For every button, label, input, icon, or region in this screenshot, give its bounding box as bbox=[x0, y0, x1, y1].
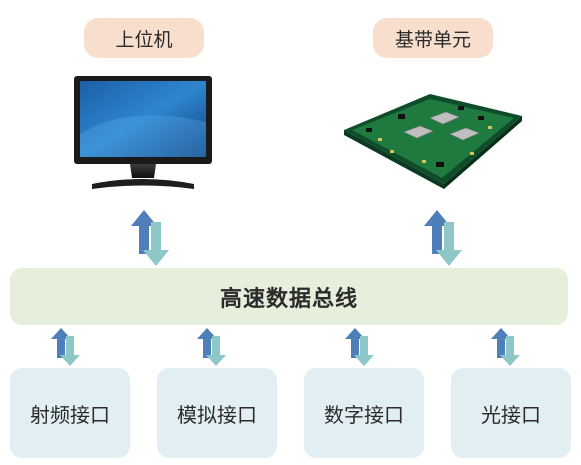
up-arrow-icon bbox=[197, 328, 217, 358]
up-arrow-icon bbox=[51, 328, 71, 358]
down-arrow-icon bbox=[206, 336, 226, 366]
arrow-pair-bus-digital bbox=[342, 326, 378, 368]
down-arrow-icon bbox=[60, 336, 80, 366]
optical-interface-box: 光接口 bbox=[451, 368, 571, 458]
down-arrow-icon bbox=[436, 222, 462, 266]
monitor-icon bbox=[70, 74, 216, 192]
arrow-pair-baseband-bus bbox=[420, 208, 466, 268]
up-arrow-icon bbox=[345, 328, 365, 358]
down-arrow-icon bbox=[354, 336, 374, 366]
circuit-board-icon bbox=[338, 80, 528, 190]
analog-interface-box: 模拟接口 bbox=[157, 368, 277, 458]
down-arrow-icon bbox=[500, 336, 520, 366]
rf-interface-box: 射频接口 bbox=[10, 368, 130, 458]
high-speed-data-bus: 高速数据总线 bbox=[10, 268, 568, 325]
arrow-pair-bus-analog bbox=[194, 326, 230, 368]
up-arrow-icon bbox=[131, 210, 157, 254]
down-arrow-icon bbox=[143, 222, 169, 266]
digital-interface-box: 数字接口 bbox=[304, 368, 424, 458]
up-arrow-icon bbox=[491, 328, 511, 358]
up-arrow-icon bbox=[424, 210, 450, 254]
baseband-label: 基带单元 bbox=[373, 18, 493, 58]
host-label: 上位机 bbox=[84, 18, 204, 58]
arrow-pair-bus-rf bbox=[48, 326, 84, 368]
arrow-pair-host-bus bbox=[127, 208, 173, 268]
arrow-pair-bus-optical bbox=[488, 326, 524, 368]
